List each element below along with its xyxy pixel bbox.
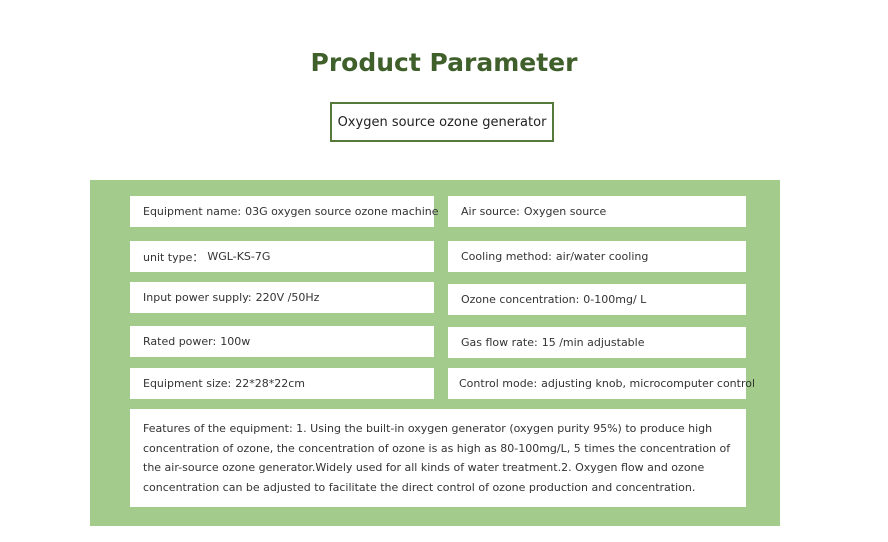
air-source-value: Oxygen source [523,205,607,218]
cooling-method-cell: Cooling method: air/water cooling [448,241,746,272]
gas-flow-rate-label: Gas flow rate: [461,336,538,349]
ozone-concentration-cell: Ozone concentration: 0-100mg/ L [448,284,746,315]
equipment-name-label: Equipment name: [143,205,242,218]
parameter-panel: Equipment name: 03G oxygen source ozone … [90,180,780,526]
gas-flow-rate-value: 15 /min adjustable [541,336,645,349]
ozone-concentration-value: 0-100mg/ L [583,293,647,306]
unit-type-cell: unit type： WGL-KS-7G [130,241,434,272]
ozone-concentration-label: Ozone concentration: [461,293,580,306]
rated-power-cell: Rated power: 100w [130,326,434,357]
product-parameter-page: Product Parameter Oxygen source ozone ge… [90,48,780,526]
input-power-value: 220V /50Hz [255,291,320,304]
equipment-size-cell: Equipment size: 22*28*22cm [130,368,434,399]
page-title: Product Parameter [310,48,578,77]
unit-type-value: WGL-KS-7G [207,250,271,263]
input-power-label: Input power supply: [143,291,252,304]
features-description: Features of the equipment: 1. Using the … [130,409,746,507]
rated-power-label: Rated power: [143,335,217,348]
rated-power-value: 100w [220,335,251,348]
equipment-name-cell: Equipment name: 03G oxygen source ozone … [130,196,439,227]
air-source-cell: Air source: Oxygen source [448,196,746,227]
control-mode-cell: Control mode: adjusting knob, microcompu… [448,368,755,399]
cooling-method-label: Cooling method: [461,250,552,263]
cooling-method-value: air/water cooling [555,250,649,263]
unit-type-label: unit type： [143,250,204,264]
equipment-size-label: Equipment size: [143,377,232,390]
gas-flow-rate-cell: Gas flow rate: 15 /min adjustable [448,327,746,358]
equipment-size-value: 22*28*22cm [235,377,306,390]
product-name-box: Oxygen source ozone generator [330,102,554,142]
control-mode-label: Control mode: [459,377,538,390]
input-power-cell: Input power supply: 220V /50Hz [130,282,434,313]
air-source-label: Air source: [461,205,520,218]
equipment-name-value: 03G oxygen source ozone machine [245,205,439,218]
control-mode-value: adjusting knob, microcomputer control [541,377,756,390]
